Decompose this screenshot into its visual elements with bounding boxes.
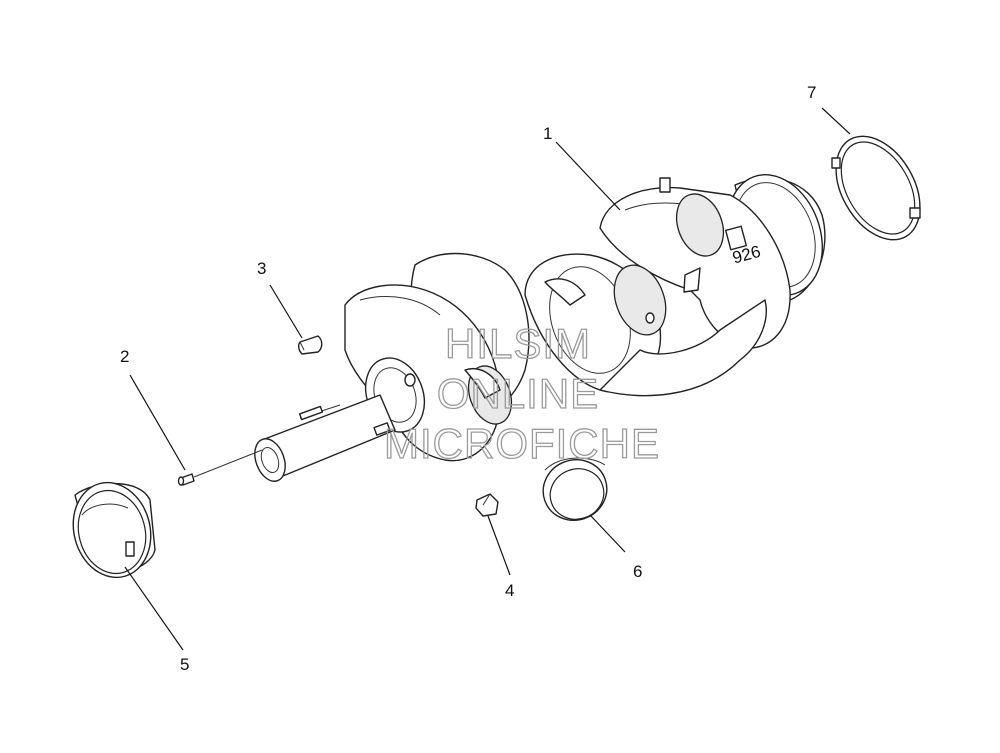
callout-4: 4 bbox=[505, 581, 514, 600]
watermark-line-3: MICROFICHE bbox=[384, 420, 660, 467]
leader-5 bbox=[124, 566, 184, 651]
part-2-dowel-pin[interactable] bbox=[177, 449, 263, 486]
callout-3: 3 bbox=[257, 259, 266, 278]
leader-7 bbox=[821, 107, 851, 135]
callout-5: 5 bbox=[180, 655, 189, 674]
part-1-crankshaft[interactable]: 926 bbox=[249, 161, 838, 485]
callout-1: 1 bbox=[543, 124, 552, 143]
part-3-woodruff-key[interactable] bbox=[297, 335, 323, 355]
callout-6: 6 bbox=[633, 562, 642, 581]
part-7-thrust-washer[interactable] bbox=[819, 122, 937, 255]
watermark: HILSIM ONLINE MICROFICHE bbox=[383, 319, 660, 467]
leader-1 bbox=[555, 141, 621, 211]
watermark-line-2: ONLINE bbox=[437, 370, 599, 417]
leader-4 bbox=[487, 515, 511, 576]
callout-numbers: 1 2 3 4 5 6 7 bbox=[120, 83, 816, 674]
leader-lines bbox=[124, 107, 851, 651]
part-5-main-bearing[interactable] bbox=[63, 474, 161, 586]
callout-7: 7 bbox=[807, 83, 816, 102]
part-4-key[interactable] bbox=[475, 493, 499, 517]
callout-2: 2 bbox=[120, 347, 129, 366]
leader-3 bbox=[269, 284, 303, 339]
part-6-bearing[interactable] bbox=[535, 451, 616, 529]
leader-2 bbox=[129, 374, 186, 471]
leader-6 bbox=[589, 514, 626, 553]
watermark-line-1: HILSIM bbox=[445, 320, 591, 367]
